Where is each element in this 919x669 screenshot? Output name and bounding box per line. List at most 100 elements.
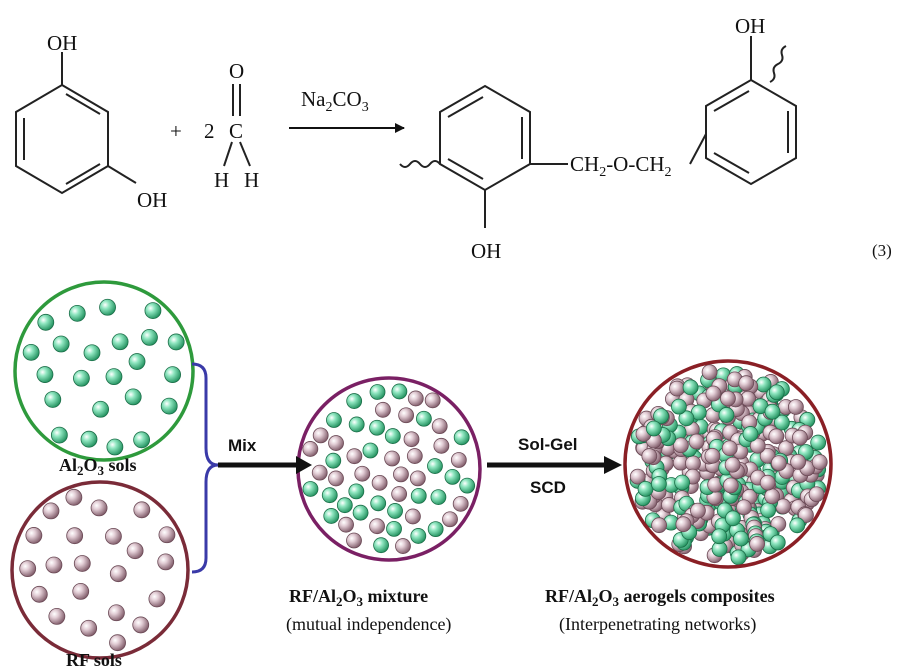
composite-particle [808,486,825,503]
mixture-particle [352,504,369,521]
mixture-particle [393,466,409,483]
rf-particle [158,526,176,544]
mixture-particle [387,503,403,519]
al2o3-particle [105,368,123,386]
mix-arrow-head [296,456,312,474]
composite-particle [674,474,691,491]
mixture-particle [405,508,421,525]
mixture-particle [391,383,408,400]
mixture-particle [409,470,426,487]
scd-label: SCD [530,478,566,497]
mixture-particle [311,464,328,481]
composite-particle [718,407,735,423]
composite-particle [645,420,662,437]
mixture-particle [398,407,415,424]
al2o3-particle [52,335,70,353]
al2o3-particle [73,369,90,387]
product-molecule: OH CH2-O-CH2 OH [399,14,797,263]
composite-particle [701,364,718,381]
composite-particle [653,408,669,425]
mixture-particle [326,412,342,428]
al2o3-particle [99,298,116,316]
rf-particle [19,560,37,578]
mix-bracket [191,362,219,574]
mixture-particle [371,474,388,491]
carbonyl-carbon: C [229,119,243,143]
mixture-particle [346,393,363,409]
composite-particle [760,502,777,519]
composite-particle [789,517,806,534]
mixture-particle [431,418,448,435]
mixture-particle [302,441,319,457]
composite-particle [637,480,654,497]
equation-number: (3) [872,241,892,260]
composite-particle [811,454,828,470]
mixture-particle [373,537,389,554]
mixture-particle [362,442,379,459]
particle-layer [19,298,828,652]
al2o3-particle [22,343,40,361]
mixture-particle [369,518,385,535]
composite-particle [792,429,808,446]
al2o3-particle [106,438,124,456]
rf-sols-label: RF sols [66,650,122,669]
rf-particle [80,619,98,637]
mixture-particle [369,384,386,400]
mixture-particle [370,495,387,512]
rf-particle [108,604,125,622]
composite-particle [678,410,695,427]
composite-particle [651,517,667,534]
mixture-particle [453,429,470,446]
mixture-particle [427,521,444,538]
composite-particle [711,528,728,545]
product-oh-top: OH [735,14,765,38]
composite-particle [738,375,755,392]
rf-particle [90,499,108,517]
composite-particle [688,433,705,450]
mixture-particle [459,477,476,494]
composite-particle [768,384,785,401]
composite-particle [725,510,741,527]
rf-particle [132,616,150,634]
mixture-particle [406,448,423,464]
mixture-particle [375,401,391,418]
composite-particle [722,477,739,494]
composite-particle [629,468,646,485]
mixture-particle [354,465,371,482]
mixture-particle [321,487,338,504]
composite-particle [790,453,806,470]
mixture-particle [450,452,467,468]
composite-particle [810,434,827,451]
mixture-particle [403,431,420,448]
hydrogen-right: H [244,168,259,192]
rf-particle [148,590,166,608]
solgel-arrow-head [604,456,622,474]
mixture-particle [416,410,432,427]
mixture-sublabel: (mutual independence) [286,614,451,635]
mixture-particle [336,497,353,514]
mixture-particle [433,437,450,454]
al2o3-sol-circle [13,280,195,462]
hydrogen-left: H [214,168,229,192]
mixture-particle [369,419,385,436]
rf-particle [66,527,84,545]
mixture-particle [348,416,365,433]
mixture-particle [312,427,329,444]
al2o3-particle [83,344,101,362]
ether-bridge: CH2-O-CH2 [570,152,672,180]
composite-particle [759,474,776,491]
rf-particle [65,488,83,506]
composite-particle [724,456,741,473]
rf-particle [109,565,127,583]
mixture-particle [386,520,402,537]
al2o3-particle [44,391,62,408]
mixture-particle [328,470,344,487]
al2o3-particle [133,431,151,449]
composite-particle [720,390,736,407]
composite-sublabel: (Interpenetrating networks) [559,614,756,635]
composite-particle [669,380,685,397]
mixture-particle [452,495,469,512]
mixture-label: RF/Al2O3 mixture [289,586,428,609]
